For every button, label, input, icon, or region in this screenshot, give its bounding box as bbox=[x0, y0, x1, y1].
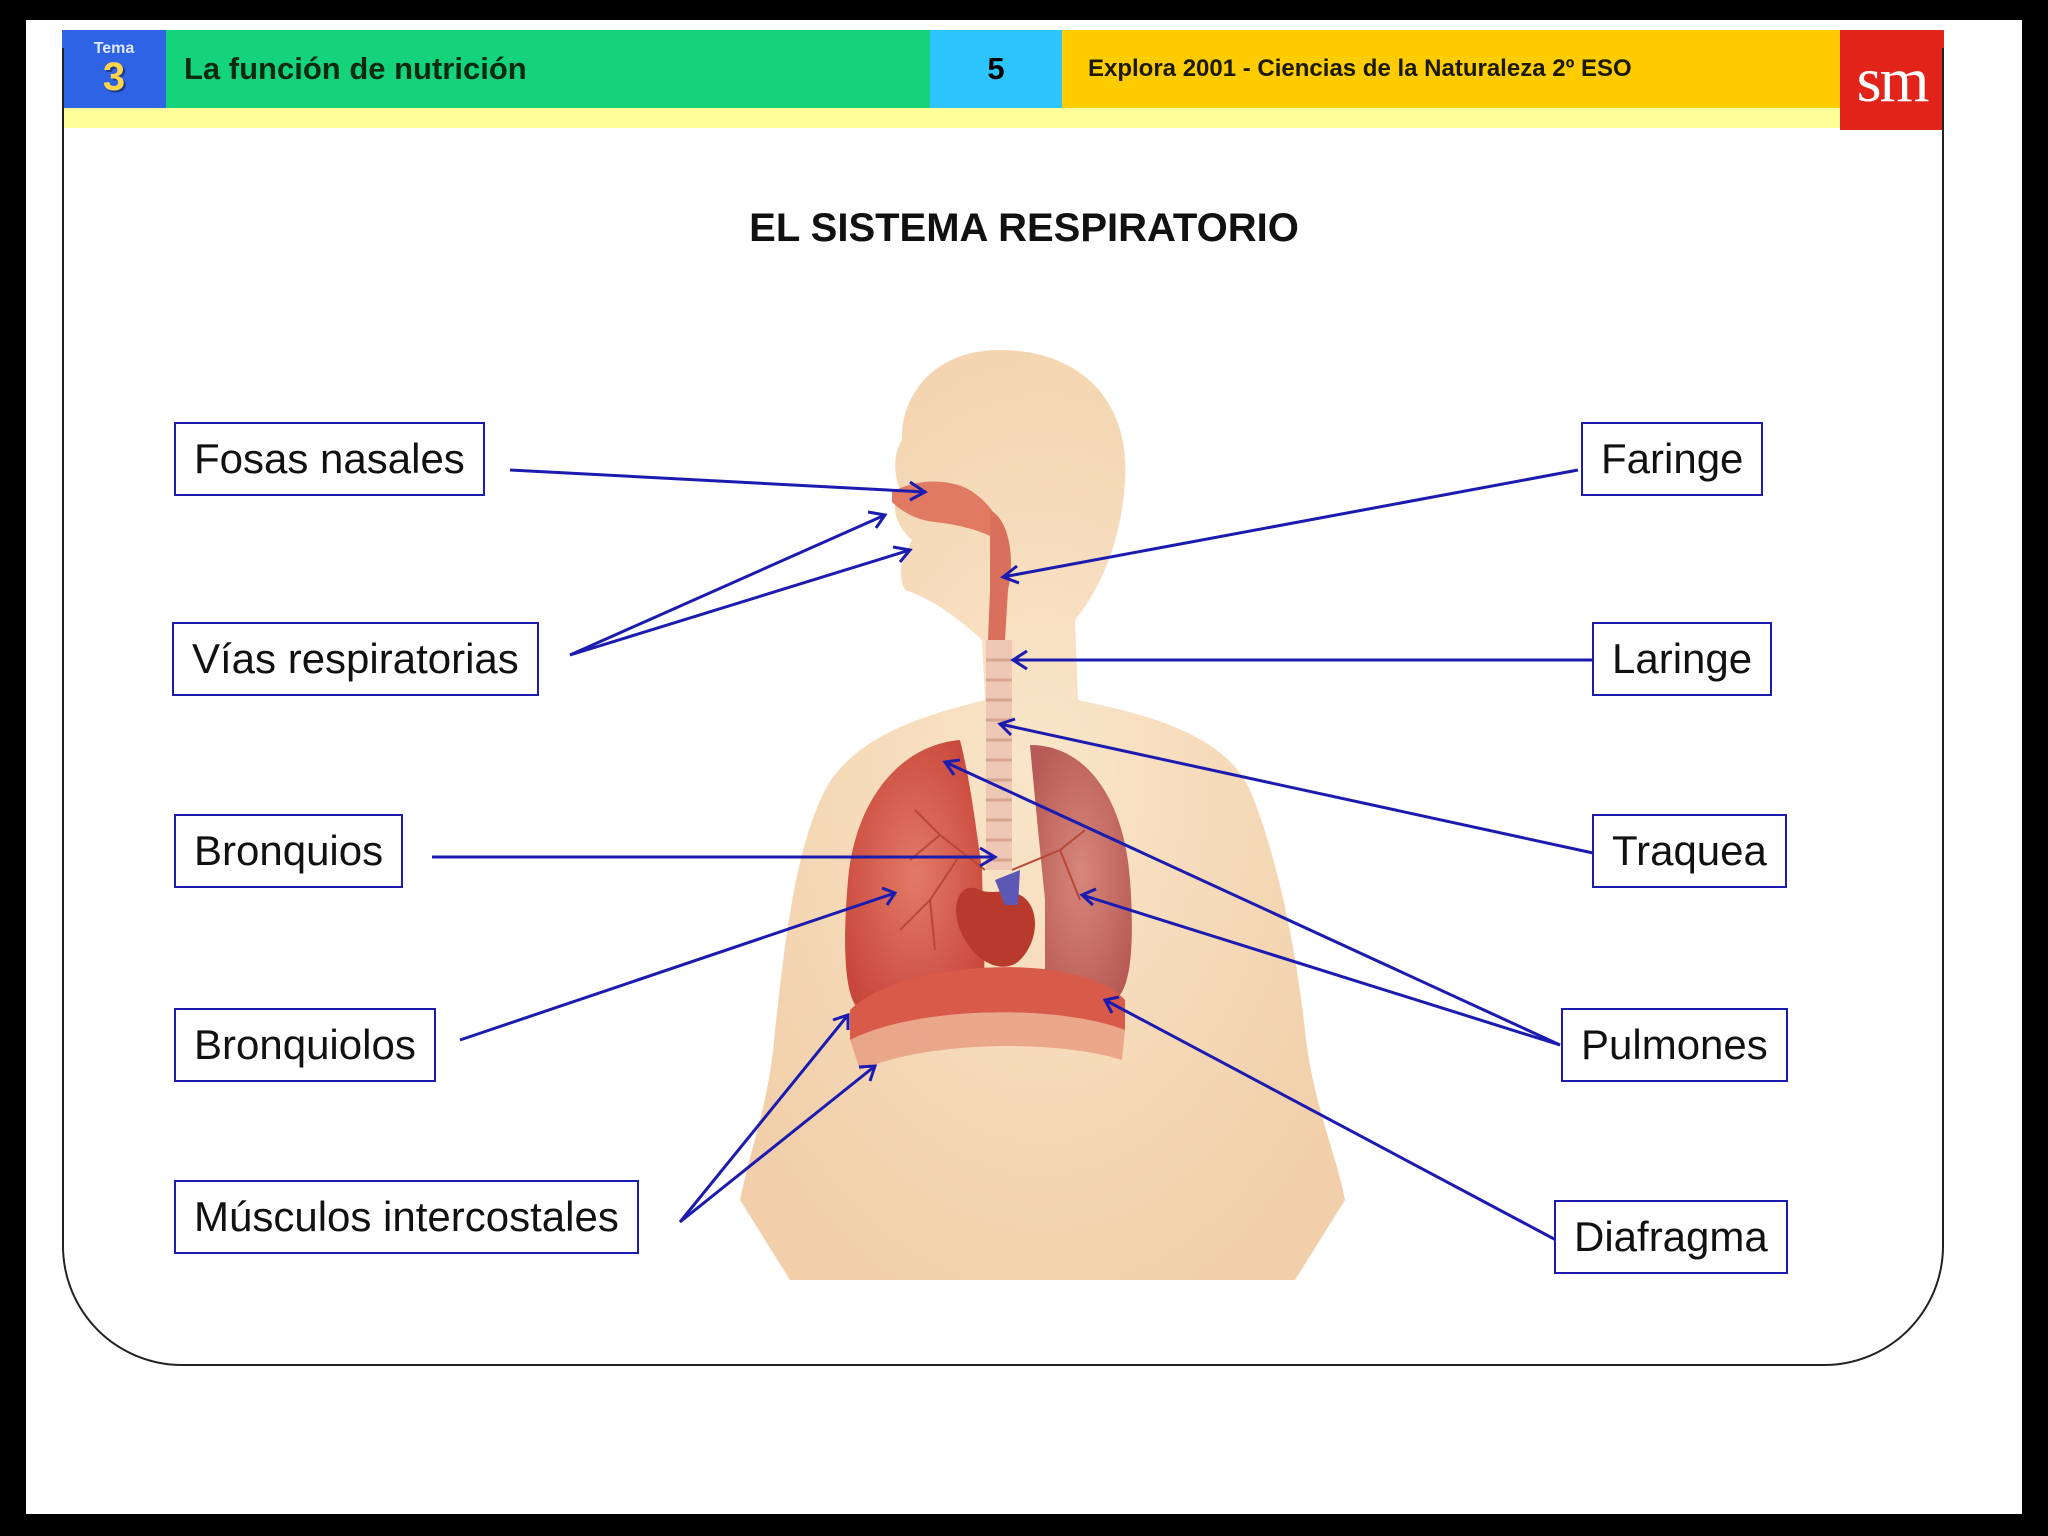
label-faringe: Faringe bbox=[1581, 422, 1764, 496]
left-lung bbox=[1030, 745, 1132, 1000]
arrow-vias-respiratorias-1 bbox=[569, 510, 888, 657]
label-musculos-intercostales: Músculos intercostales bbox=[174, 1180, 639, 1254]
label-bronquiolos: Bronquiolos bbox=[174, 1008, 436, 1082]
arrow-musculos-1 bbox=[678, 1012, 850, 1223]
book-title: Explora 2001 - Ciencias de la Naturaleza… bbox=[1062, 30, 1944, 108]
page-number: 5 bbox=[930, 30, 1062, 108]
slide-header: Tema 3 La función de nutrición 5 Explora… bbox=[62, 30, 1944, 108]
label-fosas-nasales: Fosas nasales bbox=[174, 422, 485, 496]
arrow-musculos-2 bbox=[679, 1064, 878, 1224]
label-diafragma: Diafragma bbox=[1554, 1200, 1788, 1274]
trachea-rings bbox=[986, 658, 1012, 862]
arrow-fosas-nasales bbox=[509, 468, 928, 502]
arrow-pulmones-1 bbox=[942, 758, 1561, 1047]
label-laringe: Laringe bbox=[1592, 622, 1773, 696]
arrow-laringe bbox=[1010, 649, 1593, 671]
abdominal-band bbox=[850, 1012, 1125, 1070]
label-traquea: Traquea bbox=[1592, 814, 1787, 888]
trachea-tube bbox=[986, 640, 1012, 870]
arrow-diafragma bbox=[1102, 995, 1557, 1242]
pointer-lines bbox=[432, 468, 1594, 1242]
unit-title: La función de nutrición bbox=[166, 30, 930, 108]
arrow-pulmones-2 bbox=[1079, 887, 1561, 1047]
label-pulmones: Pulmones bbox=[1561, 1008, 1788, 1082]
arrow-vias-respiratorias-2 bbox=[569, 545, 913, 657]
header-strip bbox=[62, 108, 1884, 128]
right-lung bbox=[845, 740, 985, 1010]
arrow-faringe bbox=[999, 468, 1579, 585]
label-vias-respiratorias: Vías respiratorias bbox=[172, 622, 539, 696]
arrow-bronquiolos bbox=[459, 886, 898, 1042]
pharynx-shape bbox=[988, 510, 1011, 640]
arrow-traquea bbox=[997, 717, 1594, 855]
arrow-bronquios bbox=[432, 846, 998, 868]
heart-shape bbox=[956, 887, 1035, 967]
slide-frame bbox=[62, 48, 1944, 1366]
label-bronquios: Bronquios bbox=[174, 814, 404, 888]
diaphragm-shape bbox=[850, 967, 1125, 1040]
aorta-shape bbox=[995, 870, 1020, 905]
diagram-title: EL SISTEMA RESPIRATORIO bbox=[749, 206, 1299, 250]
